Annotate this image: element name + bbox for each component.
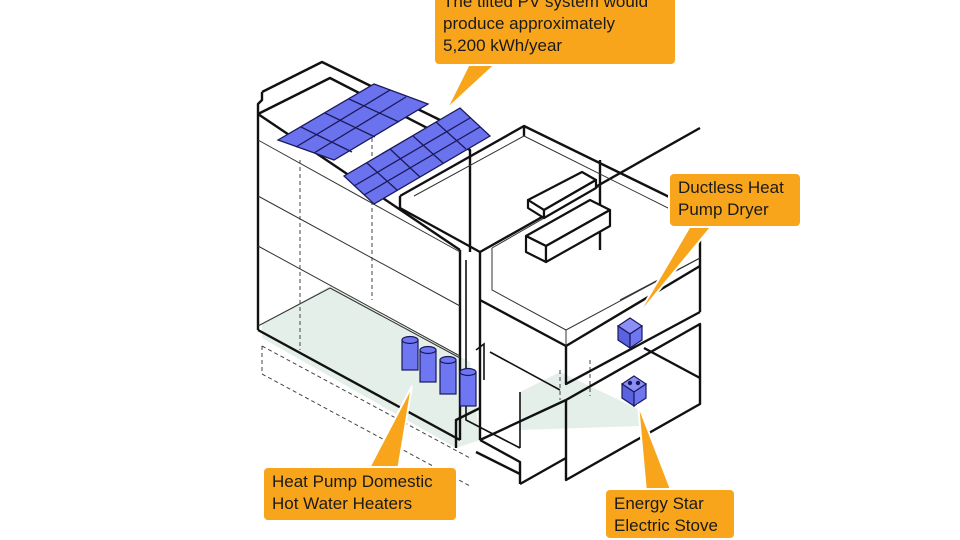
stove-callout-line-1: Energy Star [614,494,704,513]
pv-array-right [342,107,492,205]
main-block-floor-lines [257,139,461,359]
interior-stair [465,260,561,449]
callout-leaders [366,61,715,493]
hot-water-callout-line-2: Hot Water Heaters [272,494,413,513]
stove-callout: Energy Star Electric Stove [604,488,736,540]
pv-callout-line-2: produce approximately [443,14,615,33]
lower-right-wing [454,322,702,486]
hot-water-callout: Heat Pump Domestic Hot Water Heaters [262,466,458,522]
hot-water-callout-line-1: Heat Pump Domestic [272,472,433,491]
rooftop-box [524,170,612,264]
dryer-callout: Ductless Heat Pump Dryer [668,172,802,228]
ground-floor-slab-right [520,372,640,430]
dryer-callout-line-2: Pump Dryer [678,200,769,219]
electric-stove [620,375,648,408]
pv-callout-line-3: 5,200 kWh/year [443,36,563,55]
stove-callout-line-2: Electric Stove [614,516,718,535]
dryer-callout-line-1: Ductless Heat [678,178,784,197]
pv-system-callout: The tilted PV system would produce appro… [433,0,677,66]
heat-pump-dryer [616,317,644,350]
hot-water-tanks [401,335,477,407]
ground-floor-slab [262,286,480,448]
pv-callout-line-1: The tilted PV system would [443,0,649,11]
pv-array-left [276,83,430,161]
